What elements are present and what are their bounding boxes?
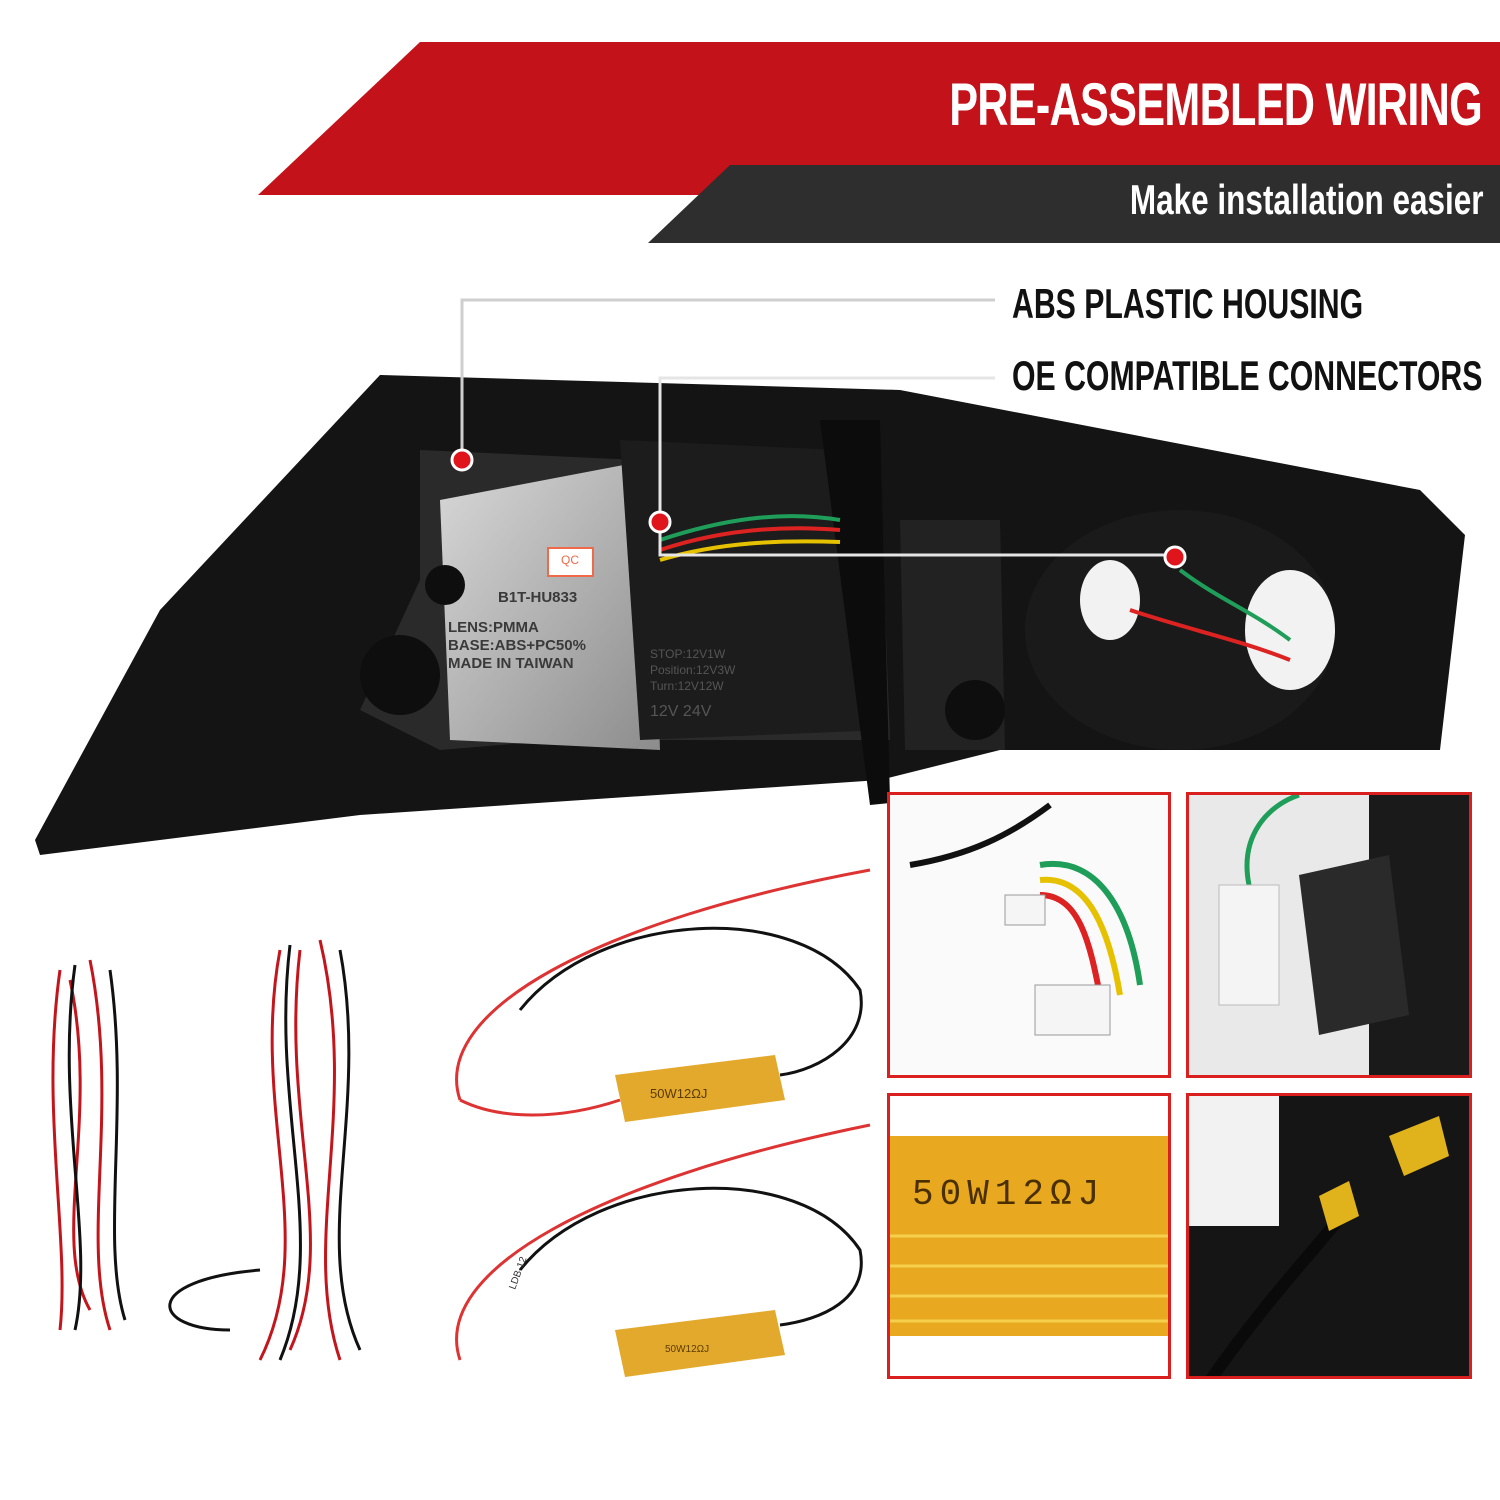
load-resistor-bottom: 50W12ΩJ LDB-12 — [455, 1123, 871, 1377]
tail-light-housing: QC B1T-HU833 LENS:PMMA BASE:ABS+PC50% MA… — [35, 375, 1465, 855]
callout-abs-housing: ABS PLASTIC HOUSING — [1012, 280, 1364, 327]
inset-resistor-closeup: 50W12ΩJ — [887, 1093, 1171, 1379]
wire-harnesses: 50W12ΩJ 50W12ΩJ LDB-12 — [51, 868, 871, 1377]
callout-dot-connector — [648, 510, 672, 534]
dark-banner — [648, 165, 1500, 243]
callout-dot-connector — [1163, 545, 1187, 569]
voltage-rating: 12V 24V — [650, 703, 712, 720]
part-number: B1T-HU833 — [498, 589, 577, 606]
resistor-marking: 50W12ΩJ — [665, 1344, 709, 1355]
inset-oe-connector — [1186, 792, 1472, 1078]
header-banners — [258, 42, 1500, 243]
resistor-tag: LDB-12 — [507, 1255, 529, 1291]
resistor-marking: 50W12ΩJ — [650, 1086, 707, 1101]
turn-rating: Turn:12V12W — [650, 679, 724, 693]
label-plate — [440, 460, 660, 750]
inset-spade-terminals — [1186, 1093, 1472, 1379]
stop-rating: STOP:12V1W — [650, 647, 726, 661]
callout-oe-connectors: OE COMPATIBLE CONNECTORS — [1012, 352, 1483, 399]
load-resistor-top: 50W12ΩJ — [455, 868, 871, 1122]
origin-label: MADE IN TAIWAN — [448, 655, 574, 672]
qc-sticker: QC — [561, 553, 579, 567]
inset-connector-wires — [887, 792, 1171, 1078]
position-rating: Position:12V3W — [650, 663, 736, 677]
callout-dot-housing — [450, 448, 474, 472]
red-banner — [258, 42, 1500, 195]
page-title: PRE-ASSEMBLED WIRING — [949, 71, 1483, 138]
lens-label: LENS:PMMA — [448, 619, 539, 636]
resistor-marking-closeup: 50W12ΩJ — [912, 1174, 1105, 1215]
wire-coil-right — [168, 939, 362, 1361]
base-label: BASE:ABS+PC50% — [448, 637, 586, 654]
wire-coil-left — [51, 959, 127, 1331]
callout-lines — [450, 298, 1187, 569]
page-subtitle: Make installation easier — [1130, 176, 1484, 223]
